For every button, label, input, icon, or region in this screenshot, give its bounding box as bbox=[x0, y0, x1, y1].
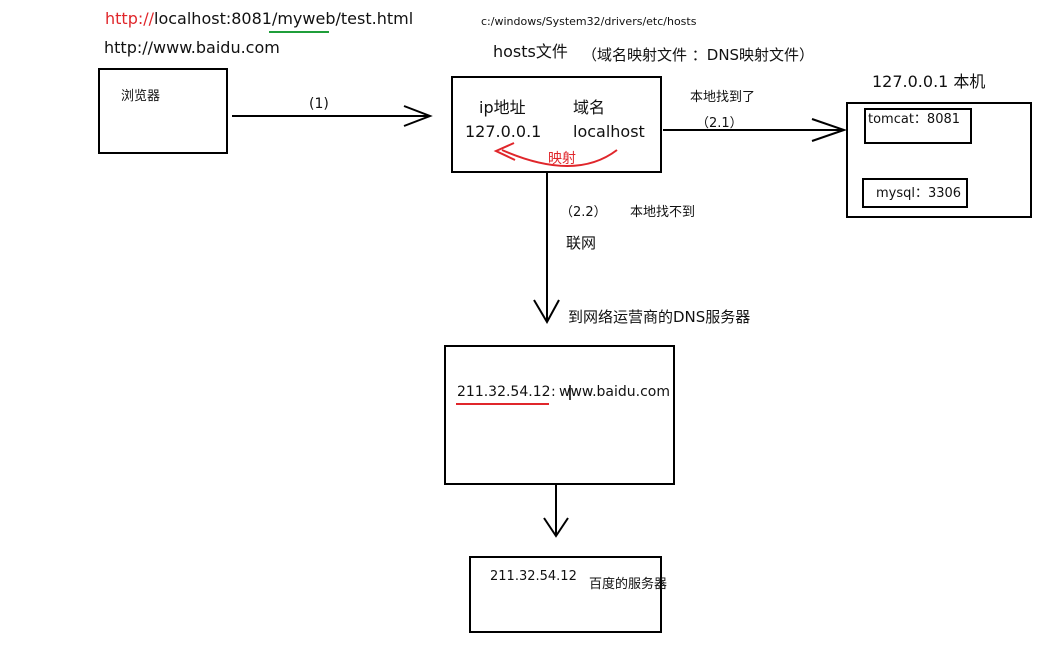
browser-box: 浏览器 bbox=[98, 68, 228, 154]
arrow-head-21 bbox=[811, 118, 848, 142]
step-21-label: （2.1） bbox=[696, 116, 743, 131]
tomcat-box: tomcat：8081 bbox=[864, 108, 972, 144]
hosts-col-ip: ip地址 bbox=[479, 98, 526, 117]
mysql-box: mysql：3306 bbox=[862, 178, 968, 208]
tomcat-label: tomcat：8081 bbox=[868, 112, 961, 127]
to-dns-label: 到网络运营商的DNS服务器 bbox=[568, 308, 751, 326]
step-22-label: （2.2） bbox=[560, 205, 607, 220]
localhost-title: 127.0.0.1 本机 bbox=[872, 72, 986, 91]
baidu-server-box: 211.32.54.12 百度的服务器 bbox=[469, 556, 667, 633]
baidu-server-label: 百度的服务器 bbox=[589, 577, 668, 592]
local-machine-box: tomcat：8081 mysql：3306 bbox=[846, 102, 1032, 218]
not-found-local-label: 本地找不到 bbox=[630, 205, 696, 220]
hosts-domain-value: localhost bbox=[573, 122, 645, 141]
url-baidu: http://www.baidu.com bbox=[104, 38, 280, 57]
hosts-box: ip地址 域名 127.0.0.1 localhost 映射 bbox=[451, 76, 662, 173]
dns-ip: 211.32.54.12 bbox=[457, 384, 551, 400]
dns-domain: www.baidu.com bbox=[559, 384, 670, 400]
dns-separator: : bbox=[551, 384, 556, 400]
step-1-label: (1) bbox=[309, 96, 329, 112]
hosts-path: c:/windows/System32/drivers/etc/hosts bbox=[481, 15, 697, 28]
browser-label: 浏览器 bbox=[121, 89, 161, 104]
found-local-label: 本地找到了 bbox=[690, 90, 756, 105]
url-scheme: http:// bbox=[105, 9, 155, 28]
arrow-head-1 bbox=[403, 105, 433, 127]
mapping-arc bbox=[501, 149, 618, 167]
mysql-label: mysql：3306 bbox=[876, 186, 962, 201]
baidu-server-ip: 211.32.54.12 bbox=[490, 569, 577, 584]
dns-server-box: 211.32.54.12 : www.baidu.com bbox=[444, 345, 675, 485]
url-host: localhost:8081/ bbox=[154, 9, 278, 28]
hosts-col-domain: 域名 bbox=[573, 98, 606, 117]
hosts-note: （域名映射文件 ：DNS映射文件） bbox=[582, 46, 815, 64]
arrow-head-22 bbox=[533, 299, 560, 325]
hosts-title: hosts文件 bbox=[493, 42, 568, 61]
arrow-head-3 bbox=[543, 517, 569, 538]
url-line: http://localhost:8081/myweb/test.html bbox=[105, 11, 413, 27]
hosts-ip-value: 127.0.0.1 bbox=[465, 122, 542, 141]
mapping-label: 映射 bbox=[548, 151, 576, 167]
internet-label: 联网 bbox=[566, 234, 597, 252]
url-myweb: myweb bbox=[277, 9, 336, 28]
url-path: /test.html bbox=[335, 9, 414, 28]
mapping-arrow-head bbox=[493, 142, 516, 161]
